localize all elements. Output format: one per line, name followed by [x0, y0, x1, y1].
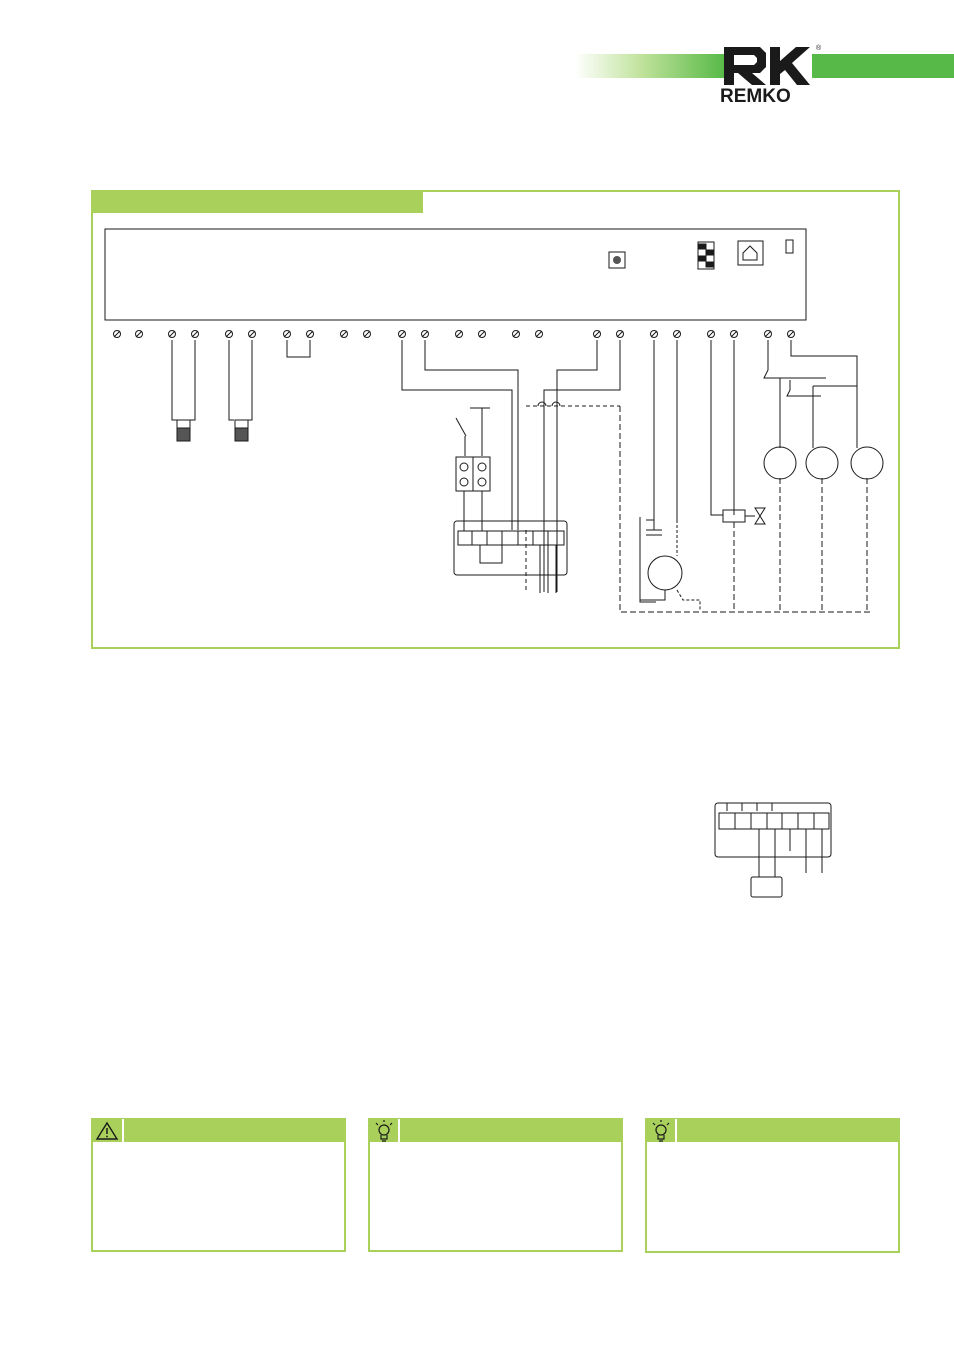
terminal-screw	[168, 330, 176, 338]
status-led	[785, 239, 794, 254]
brand-name: REMKO	[720, 86, 791, 107]
note-tip-1	[368, 1118, 623, 1252]
fan-1	[763, 446, 797, 480]
control-board	[104, 228, 807, 321]
terminal-screw	[421, 330, 429, 338]
terminal-screw	[535, 330, 543, 338]
terminal-slot	[650, 330, 658, 338]
terminal-slot	[398, 330, 406, 338]
terminal-screw	[113, 330, 121, 338]
terminal-slot	[283, 330, 291, 338]
terminal-screw	[764, 330, 772, 338]
terminal-screw	[478, 330, 486, 338]
terminal-screw	[191, 330, 199, 338]
terminal-slot	[616, 330, 624, 338]
terminal-screw	[248, 330, 256, 338]
terminal-block	[453, 520, 568, 576]
terminal-slot	[340, 330, 348, 338]
terminal-slot	[168, 330, 176, 338]
terminal-screw	[707, 330, 715, 338]
terminal-slot	[135, 330, 143, 338]
terminal-screw	[650, 330, 658, 338]
header-band	[575, 54, 954, 78]
terminal-slot	[673, 330, 681, 338]
wiring	[171, 340, 884, 613]
terminal-slot	[248, 330, 256, 338]
terminal-slot	[593, 330, 601, 338]
reset-button	[608, 251, 626, 269]
detail-diagram	[714, 802, 832, 898]
terminal-slot	[707, 330, 715, 338]
dip-switch	[697, 241, 715, 270]
terminal-slot	[225, 330, 233, 338]
lightbulb-icon	[652, 1120, 670, 1142]
terminal-slot	[191, 330, 199, 338]
sensor-1	[176, 427, 191, 442]
jumper-bridge	[286, 340, 311, 358]
section-header-bar	[92, 191, 423, 213]
diagram-frame	[91, 190, 900, 649]
terminal-screw	[398, 330, 406, 338]
fan-2	[805, 446, 839, 480]
terminal-screw	[340, 330, 348, 338]
terminal-screw	[673, 330, 681, 338]
detail-device	[750, 876, 783, 898]
registered-mark: ®	[816, 44, 822, 52]
terminal-screw	[225, 330, 233, 338]
remko-logo: REMKO ®	[720, 44, 822, 107]
terminal-slot	[455, 330, 463, 338]
terminal-slot	[113, 330, 121, 338]
terminal-screw	[306, 330, 314, 338]
terminal-row	[113, 330, 795, 338]
valve-icon	[745, 507, 766, 525]
warning-icon	[95, 1121, 119, 1140]
terminal-screw	[730, 330, 738, 338]
terminal-screw	[616, 330, 624, 338]
sensor-2	[234, 427, 249, 442]
terminal-slot	[478, 330, 486, 338]
terminal-slot	[787, 330, 795, 338]
terminal-slot	[730, 330, 738, 338]
pump-motor	[647, 555, 683, 591]
terminal-slot	[535, 330, 543, 338]
terminal-screw	[512, 330, 520, 338]
fan-3	[850, 446, 884, 480]
note-warning	[91, 1118, 346, 1252]
terminal-slot	[306, 330, 314, 338]
terminal-slot	[421, 330, 429, 338]
terminal-slot	[363, 330, 371, 338]
terminal-screw	[283, 330, 291, 338]
terminal-screw	[593, 330, 601, 338]
terminal-screw	[455, 330, 463, 338]
terminal-screw	[363, 330, 371, 338]
terminal-slot	[764, 330, 772, 338]
note-tip-2	[645, 1118, 900, 1253]
lightbulb-icon	[375, 1120, 393, 1142]
terminal-screw	[135, 330, 143, 338]
terminal-slot	[512, 330, 520, 338]
terminal-screw	[787, 330, 795, 338]
network-socket	[737, 240, 764, 266]
